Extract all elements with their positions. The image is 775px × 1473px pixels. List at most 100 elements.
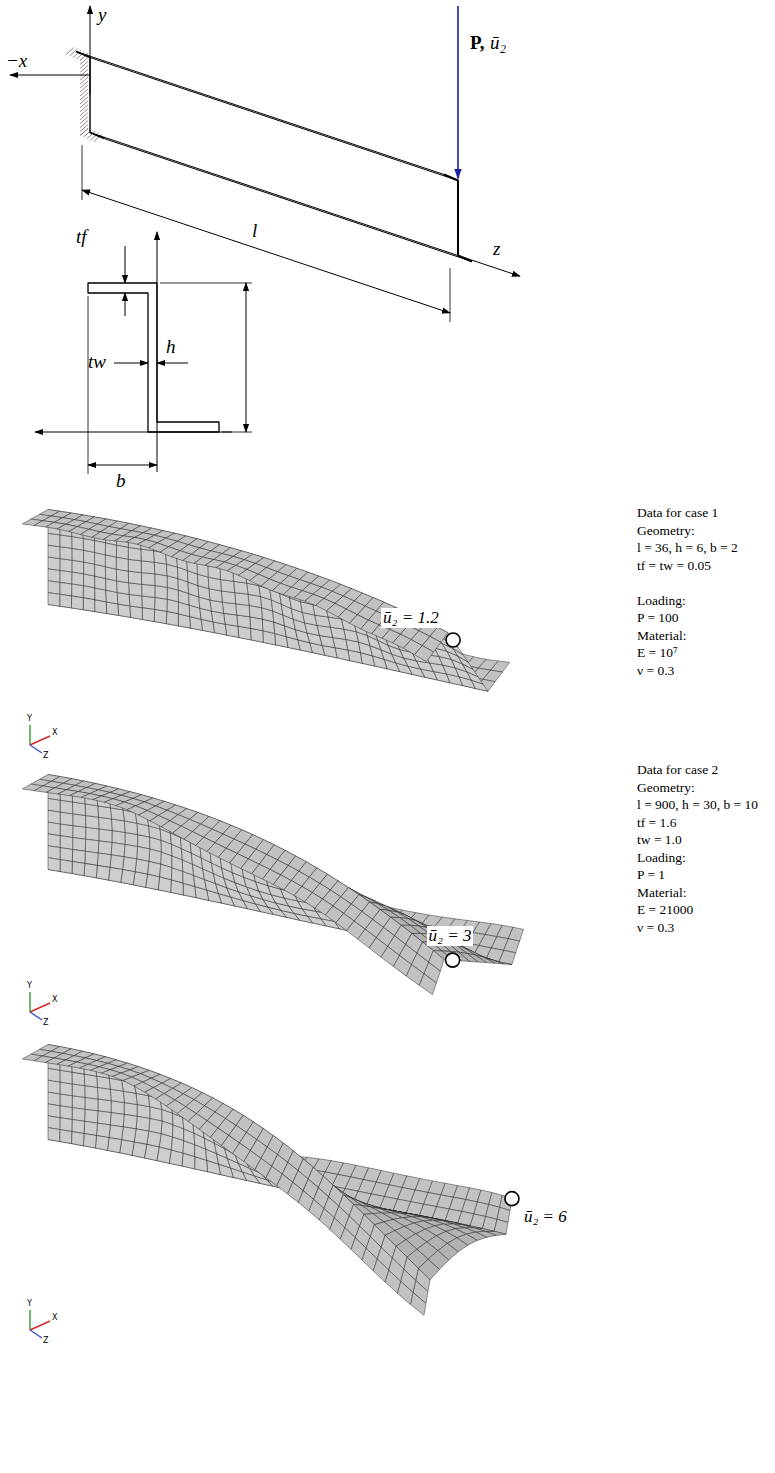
data-note: Loading: bbox=[637, 593, 686, 609]
mesh-plots bbox=[22, 510, 523, 1316]
mesh-element bbox=[108, 1138, 122, 1153]
mesh-element bbox=[60, 812, 73, 826]
mesh-element bbox=[60, 1106, 72, 1120]
mesh-element bbox=[71, 596, 83, 610]
mesh-element bbox=[60, 824, 73, 838]
mesh-element bbox=[85, 1109, 98, 1123]
data-note: E = 10⁷ bbox=[637, 645, 678, 661]
mesh-element bbox=[60, 594, 72, 608]
mesh-element bbox=[85, 839, 99, 853]
dimension-label: h bbox=[166, 336, 176, 358]
axis-label: Z bbox=[43, 1336, 48, 1345]
data-note: tf = 1.6 bbox=[637, 815, 677, 831]
monitor-point bbox=[446, 633, 460, 647]
mesh-element bbox=[122, 1127, 137, 1142]
mesh-element bbox=[48, 593, 60, 607]
hatch-stroke bbox=[80, 77, 88, 84]
mesh-element bbox=[48, 557, 60, 571]
mesh-element bbox=[60, 800, 73, 814]
mesh-element bbox=[83, 1134, 96, 1149]
mesh-element bbox=[72, 548, 84, 562]
mesh-element bbox=[85, 804, 99, 817]
beam-edge bbox=[90, 58, 458, 181]
dimension-label: ū₂ bbox=[490, 32, 506, 54]
hatch-stroke bbox=[80, 105, 88, 112]
axis-label: X bbox=[52, 1313, 57, 1322]
wall-hatching bbox=[66, 48, 102, 142]
mesh-element bbox=[48, 834, 60, 848]
mesh-element bbox=[84, 562, 95, 576]
hatch-stroke bbox=[80, 81, 88, 88]
width-dimension bbox=[88, 465, 157, 466]
hatch-stroke bbox=[80, 61, 88, 68]
mesh-element bbox=[97, 1111, 111, 1125]
mesh-element bbox=[48, 1104, 60, 1118]
data-note: Loading: bbox=[637, 850, 686, 866]
mesh-element bbox=[83, 586, 95, 600]
flange-thickness-arrow bbox=[125, 293, 126, 316]
mesh-element bbox=[236, 604, 250, 617]
mesh-element bbox=[120, 1140, 135, 1156]
mesh-element bbox=[158, 877, 171, 893]
mesh-element bbox=[83, 598, 95, 612]
deformed-mesh bbox=[22, 1045, 512, 1316]
beam-edge bbox=[90, 133, 458, 256]
mesh-element bbox=[142, 596, 155, 610]
mesh-element bbox=[60, 582, 72, 596]
data-note: l = 36, h = 6, b = 2 bbox=[637, 540, 738, 556]
mesh-element bbox=[60, 1118, 72, 1132]
mesh-element bbox=[111, 843, 125, 857]
mesh-element bbox=[48, 858, 60, 872]
beam-edge bbox=[76, 52, 444, 175]
hatch-stroke bbox=[80, 57, 88, 64]
mesh-element bbox=[98, 841, 112, 855]
mesh-element bbox=[60, 547, 72, 561]
mesh-element bbox=[182, 1153, 195, 1169]
mesh-element bbox=[48, 545, 60, 559]
mesh-element bbox=[110, 855, 124, 870]
data-note: tw = 1.0 bbox=[637, 832, 682, 848]
hatch-stroke bbox=[80, 85, 88, 92]
mesh-element bbox=[72, 1132, 85, 1146]
mesh-element bbox=[222, 602, 236, 615]
mesh-element bbox=[98, 1087, 112, 1100]
section-x-axis bbox=[35, 432, 232, 433]
cross-section bbox=[35, 232, 252, 474]
mesh-element bbox=[141, 561, 155, 574]
mesh-element bbox=[72, 850, 85, 864]
mesh-element bbox=[155, 586, 167, 600]
data-note: E = 21000 bbox=[637, 902, 693, 918]
mesh-element bbox=[154, 610, 167, 624]
mesh-element bbox=[72, 862, 85, 876]
monitor-point bbox=[446, 953, 460, 967]
mesh-element bbox=[112, 819, 126, 832]
mesh-element bbox=[129, 583, 142, 596]
dimension-label: l bbox=[252, 220, 257, 242]
mesh-element bbox=[224, 613, 238, 626]
data-note: l = 900, h = 30, b = 10 bbox=[637, 797, 758, 813]
mesh-element bbox=[410, 1292, 426, 1315]
mesh-element bbox=[95, 541, 106, 555]
mesh-element bbox=[155, 598, 168, 612]
mesh-element bbox=[118, 604, 131, 617]
axis-label: Z bbox=[43, 751, 48, 760]
axis-label: X bbox=[52, 728, 57, 737]
mesh-element bbox=[116, 545, 128, 559]
mesh-element bbox=[133, 872, 147, 888]
mesh-element bbox=[169, 1150, 183, 1166]
z-axis bbox=[458, 256, 520, 277]
axis-label: Y bbox=[27, 981, 32, 990]
mesh-element bbox=[73, 826, 86, 840]
mesh-element bbox=[234, 581, 248, 594]
mesh-element bbox=[60, 535, 72, 548]
mesh-element bbox=[129, 594, 142, 607]
mesh-element bbox=[60, 848, 73, 862]
mesh-element bbox=[48, 810, 60, 824]
mesh-element bbox=[72, 1120, 85, 1134]
data-note: ν = 0.3 bbox=[637, 920, 674, 936]
x-axis bbox=[10, 75, 90, 76]
mesh-element bbox=[60, 1082, 72, 1096]
data-note: Material: bbox=[637, 885, 686, 901]
mesh-element bbox=[121, 870, 135, 885]
